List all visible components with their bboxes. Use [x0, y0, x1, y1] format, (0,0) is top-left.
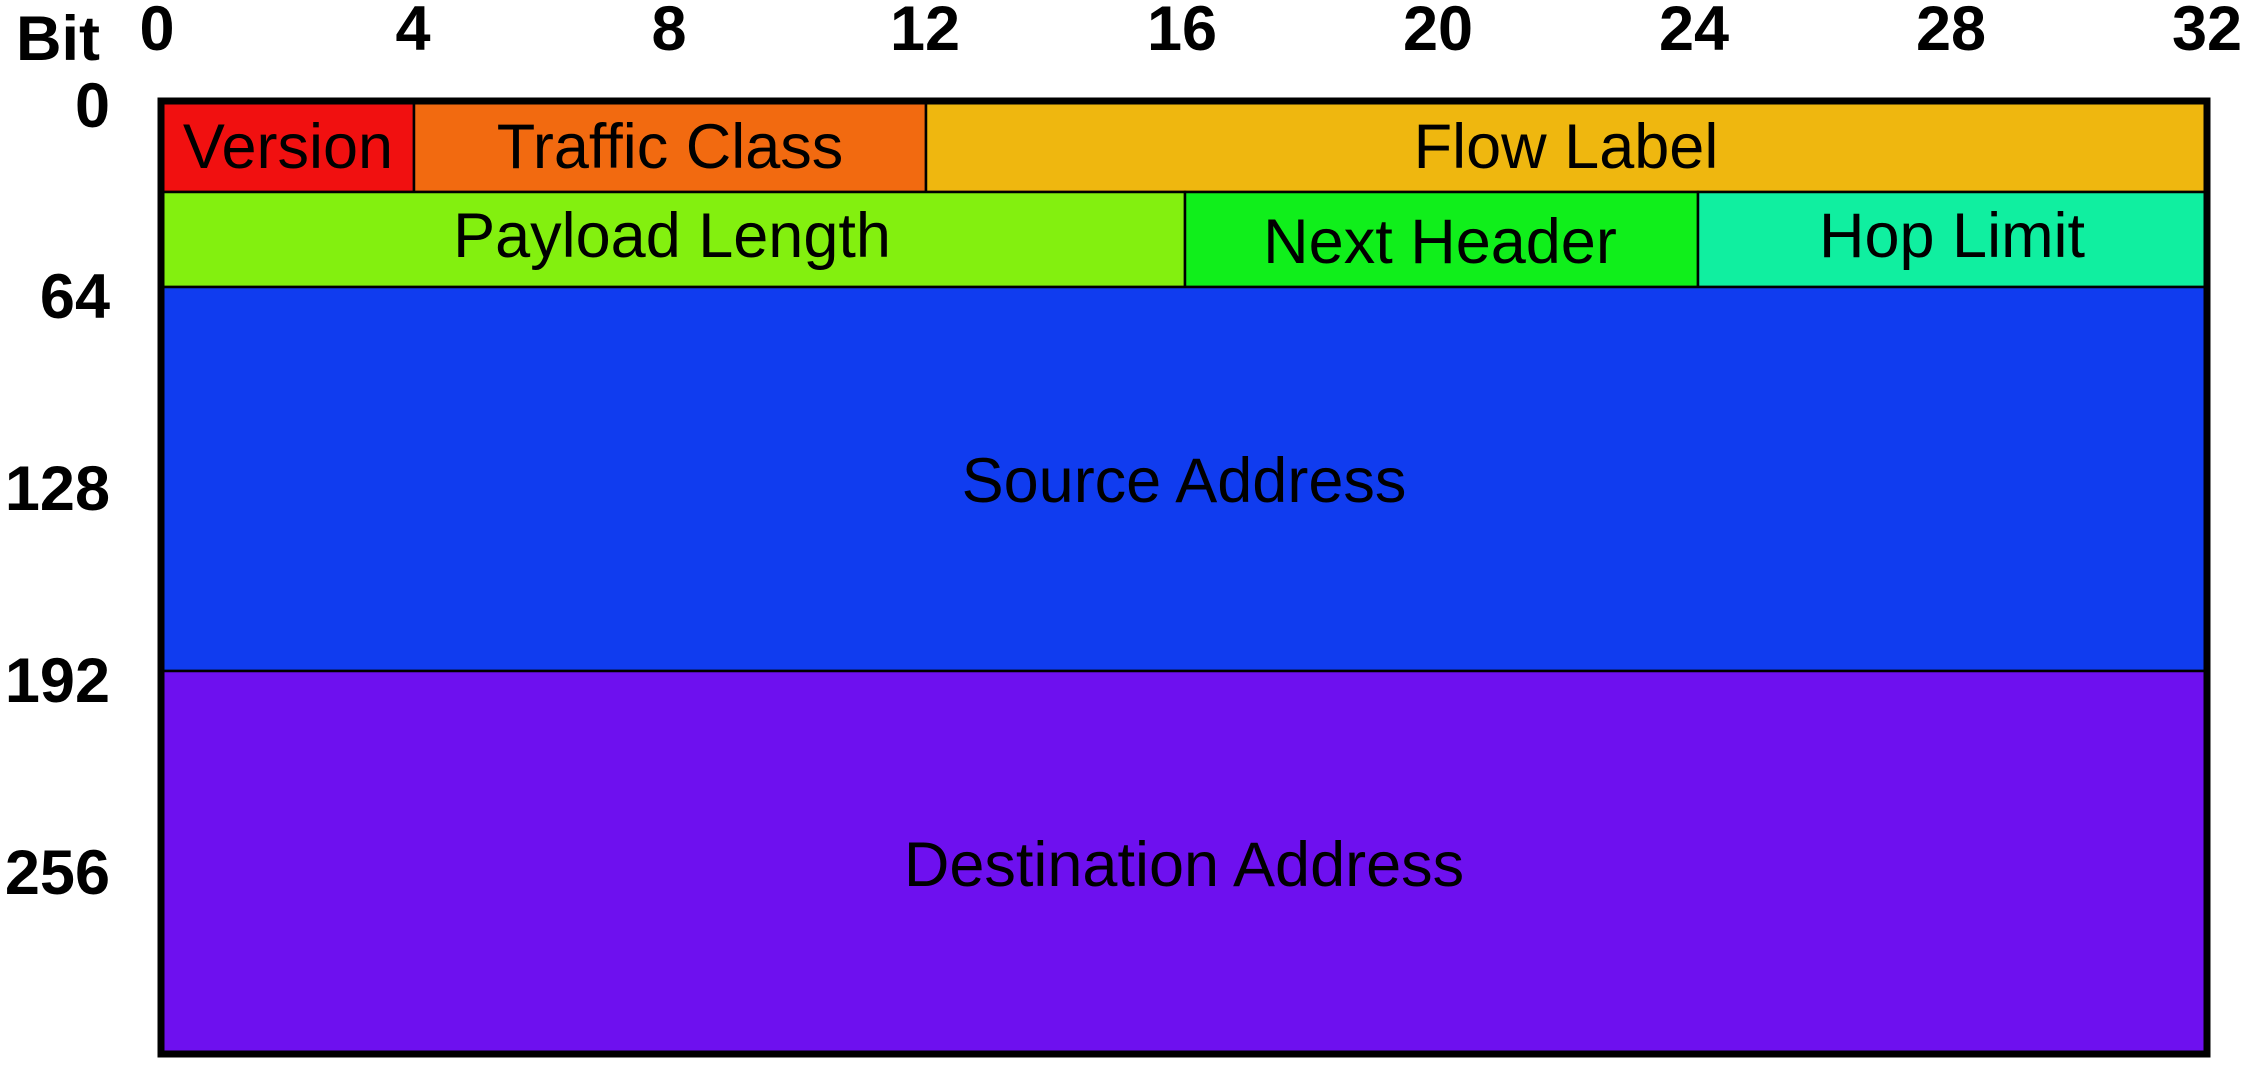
- bit-tick-label: 0: [139, 0, 174, 64]
- bit-tick-labels: 0 4 8 12 16 20 24 28 32: [139, 0, 2242, 64]
- offset-tick-labels: 0 64 128 192 256: [5, 71, 110, 908]
- source-address-label: Source Address: [962, 446, 1407, 516]
- source-address-box: [160, 285, 2208, 673]
- header-fields: Version Traffic Class Flow Label Payload…: [160, 100, 2208, 1055]
- traffic-class-field: Traffic Class: [412, 100, 928, 194]
- offset-tick-label: 64: [40, 262, 110, 332]
- payload-length-field: Payload Length: [160, 190, 1187, 289]
- hop-limit-field: Hop Limit: [1696, 190, 2208, 289]
- traffic-class-box: [412, 100, 928, 194]
- bit-tick-label: 28: [1916, 0, 1986, 64]
- version-box: [160, 100, 416, 194]
- offset-tick-label: 256: [5, 838, 110, 908]
- traffic-class-label: Traffic Class: [497, 112, 844, 182]
- bit-tick-label: 16: [1147, 0, 1217, 64]
- offset-tick-label: 0: [75, 71, 110, 141]
- version-label: Version: [183, 112, 393, 182]
- next-header-label: Next Header: [1263, 207, 1617, 277]
- destination-address-box: [160, 669, 2208, 1055]
- offset-tick-label: 192: [5, 646, 110, 716]
- next-header-field: Next Header: [1183, 190, 1700, 289]
- flow-label-label: Flow Label: [1414, 112, 1719, 182]
- header-outline: [157, 97, 2211, 1058]
- source-address-field: Source Address: [160, 285, 2208, 673]
- flow-label-field: Flow Label: [924, 100, 2208, 194]
- hop-limit-label: Hop Limit: [1819, 201, 2086, 271]
- bit-tick-label: 32: [2172, 0, 2242, 64]
- payload-length-box: [160, 190, 1187, 289]
- destination-address-field: Destination Address: [160, 669, 2208, 1055]
- offset-tick-label: 128: [5, 454, 110, 524]
- bit-tick-label: 8: [651, 0, 686, 64]
- bit-tick-label: 12: [890, 0, 960, 64]
- bit-tick-label: 24: [1659, 0, 1729, 64]
- bit-tick-label: 4: [395, 0, 430, 64]
- version-field: Version: [160, 100, 416, 194]
- bit-tick-label: 20: [1403, 0, 1473, 64]
- bit-axis-title: Bit: [16, 4, 100, 74]
- payload-length-label: Payload Length: [453, 201, 891, 271]
- hop-limit-box: [1696, 190, 2208, 289]
- destination-address-label: Destination Address: [904, 830, 1464, 900]
